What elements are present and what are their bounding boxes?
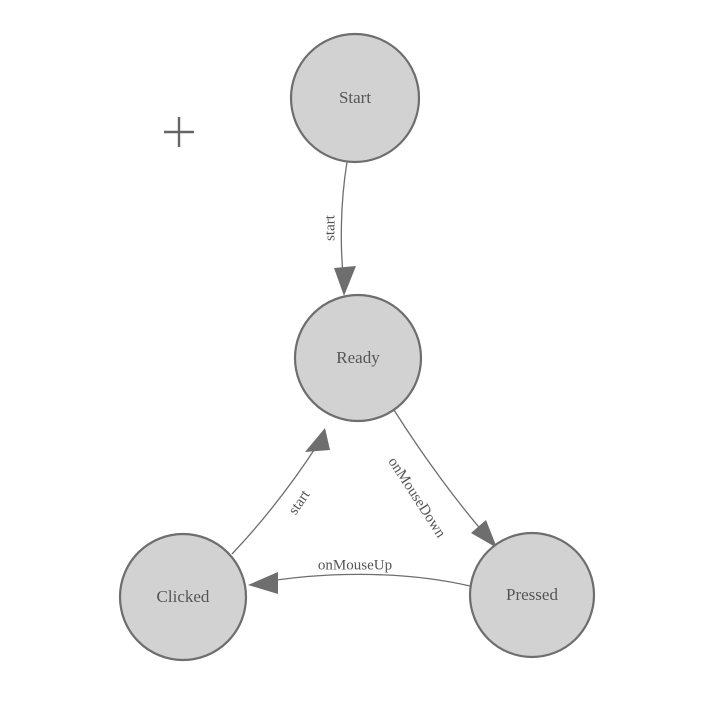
edge-label-clicked-to-ready: start [286, 487, 314, 518]
node-start[interactable]: Start [289, 32, 421, 164]
node-clicked[interactable]: Clicked [118, 532, 248, 662]
arrowhead-ready-top [334, 266, 356, 296]
node-clicked-label: Clicked [157, 587, 210, 606]
arrowhead-clicked [248, 572, 278, 594]
node-ready-circle[interactable] [293, 293, 423, 423]
edge-label-start-to-ready: start [322, 214, 338, 241]
arrowhead-ready-bottom [305, 428, 330, 452]
arrowhead-pressed [471, 520, 497, 548]
node-pressed[interactable]: Pressed [468, 531, 596, 659]
edge-label-ready-to-pressed: onMouseDown [385, 455, 449, 542]
edge-label-pressed-to-clicked: onMouseUp [318, 557, 392, 573]
node-start-label: Start [339, 88, 371, 107]
node-start-circle[interactable] [289, 32, 421, 164]
node-pressed-label: Pressed [506, 585, 558, 604]
edge-clicked-to-ready[interactable]: start [231, 428, 330, 555]
edge-start-to-ready[interactable]: start [322, 161, 356, 296]
node-ready-label: Ready [336, 348, 380, 367]
edge-pressed-to-clicked[interactable]: onMouseUp [248, 557, 471, 594]
edge-ready-to-pressed[interactable]: onMouseDown [385, 409, 497, 548]
node-pressed-circle[interactable] [468, 531, 596, 659]
node-ready[interactable]: Ready [293, 293, 423, 423]
plus-icon [164, 117, 194, 147]
node-clicked-circle[interactable] [118, 532, 248, 662]
